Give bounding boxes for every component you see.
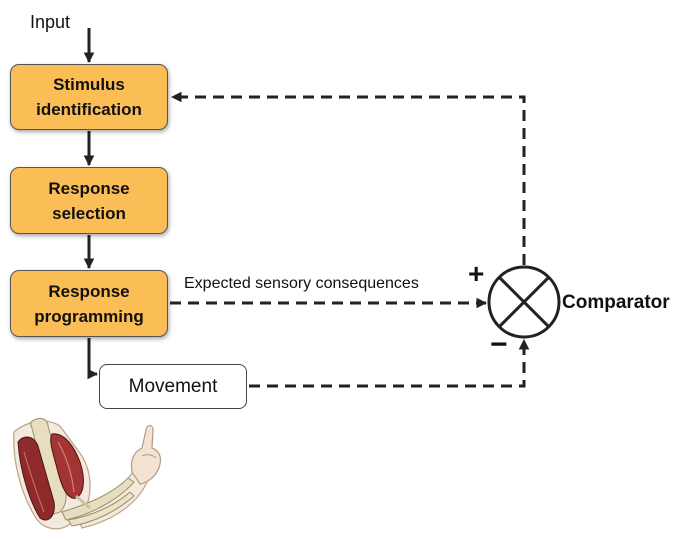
input-label: Input — [30, 12, 71, 32]
response-programming-box: Response programming — [10, 270, 168, 337]
plus-sign: + — [468, 258, 485, 289]
comparator-feedback-arrow — [170, 91, 526, 265]
arm-illustration — [13, 417, 162, 530]
movement-feedback-arrow — [249, 338, 530, 388]
comparator-label: Comparator — [562, 292, 670, 313]
comparator-icon — [487, 265, 561, 339]
stimulus-identification-box: Stimulus identification — [10, 64, 168, 130]
minus-sign: − — [490, 328, 508, 361]
movement-box: Movement — [99, 364, 247, 409]
response-selection-box: Response selection — [10, 167, 168, 234]
expected-consequences-label: Expected sensory consequences — [184, 275, 419, 292]
